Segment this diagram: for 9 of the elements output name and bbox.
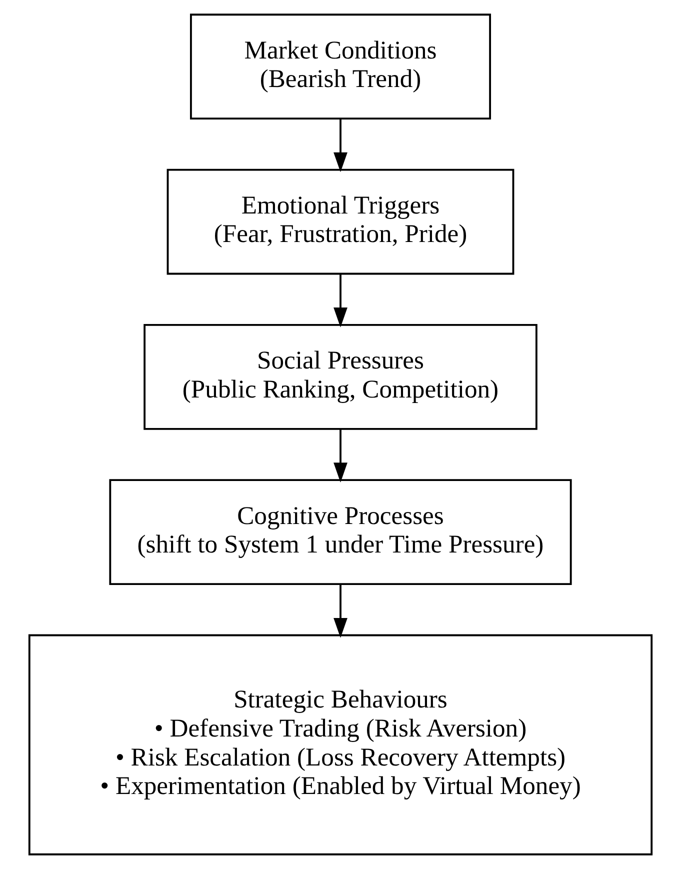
arrow [334,584,348,638]
arrow [334,429,348,482]
node-box: Market Conditions (Bearish Trend) [190,14,492,120]
node-box: Social Pressures (Public Ranking, Competition) [144,324,538,430]
node-box: Cognitive Processes (shift to System 1 under Time Pressure) [109,479,572,586]
arrow [334,118,348,172]
node-box: Emotional Triggers (Fear, Frustration, Pride) [166,168,514,275]
arrow [334,274,348,328]
node-box: Strategic Behaviours • Defensive Trading (Risk Aversion) • Risk Escalation (Loss Recovery Attempts) • Experimentation (Enabled by Virtual Money) [28,634,653,856]
